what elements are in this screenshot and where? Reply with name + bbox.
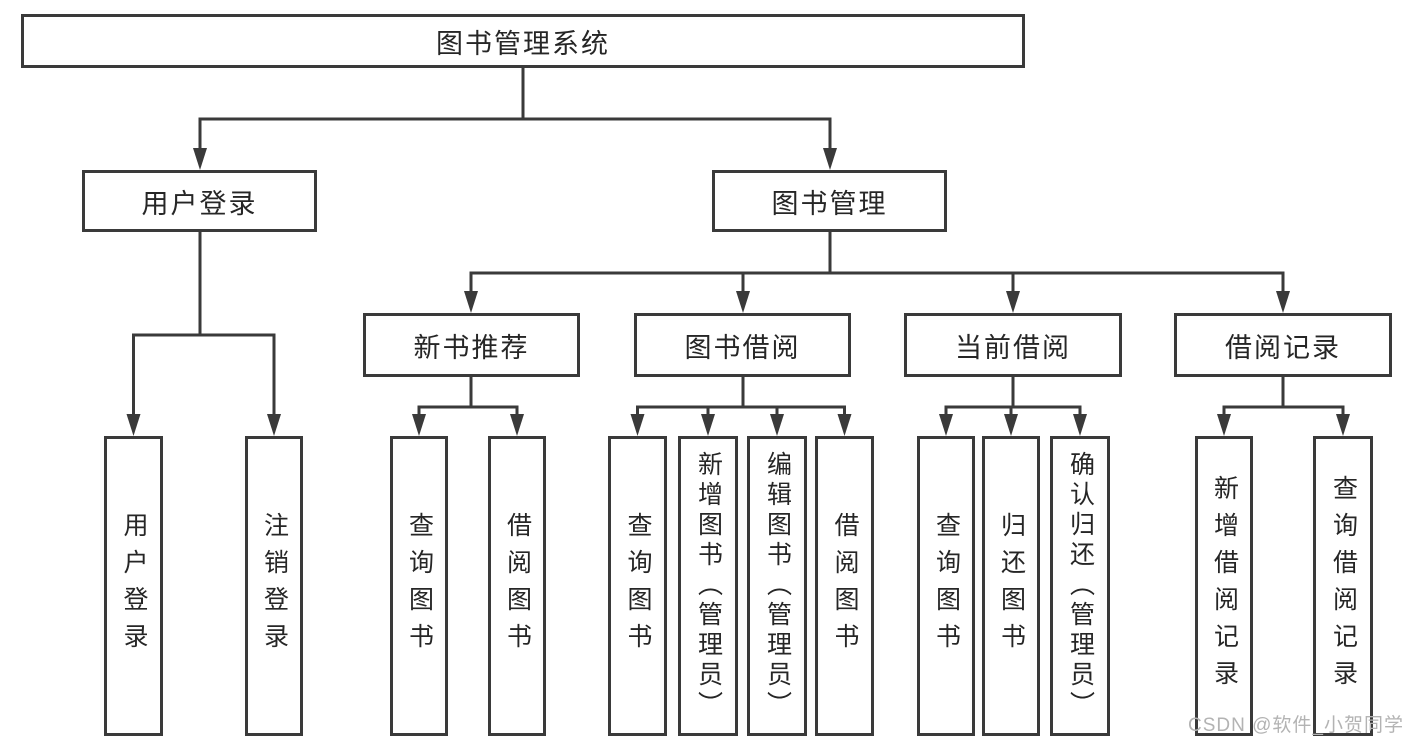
leaf-query-books-3-label: 查询图书 <box>932 512 961 660</box>
leaf-add-borrow-record: 新增借阅记录 <box>1195 436 1253 736</box>
leaf-return-book: 归还图书 <box>982 436 1040 736</box>
leaf-confirm-return-admin-label: 确认归还（管理员） <box>1066 451 1095 721</box>
leaf-confirm-return-admin: 确认归还（管理员） <box>1050 436 1110 736</box>
node-book-management-label: 图书管理 <box>771 188 888 219</box>
node-root: 图书管理系统 <box>21 14 1025 68</box>
leaf-query-books-2: 查询图书 <box>608 436 667 736</box>
leaf-borrow-books-1: 借阅图书 <box>488 436 546 736</box>
node-user-login: 用户登录 <box>82 170 317 232</box>
leaf-query-books-1: 查询图书 <box>390 436 448 736</box>
node-new-book-recommend: 新书推荐 <box>363 313 580 377</box>
leaf-logout-label: 注销登录 <box>260 512 289 660</box>
node-new-book-recommend-label: 新书推荐 <box>413 332 530 363</box>
leaf-user-login-label: 用户登录 <box>120 512 148 660</box>
node-current-borrow-label: 当前借阅 <box>955 332 1071 363</box>
leaf-add-book-admin: 新增图书（管理员） <box>678 436 738 736</box>
leaf-logout: 注销登录 <box>245 436 303 736</box>
node-book-management: 图书管理 <box>712 170 947 232</box>
node-root-label: 图书管理系统 <box>436 28 610 59</box>
leaf-query-books-1-label: 查询图书 <box>405 512 434 660</box>
leaf-edit-book-admin-label: 编辑图书（管理员） <box>763 451 792 721</box>
leaf-borrow-books-2-label: 借阅图书 <box>831 512 859 660</box>
node-user-login-label: 用户登录 <box>141 188 258 219</box>
leaf-query-books-2-label: 查询图书 <box>624 512 652 660</box>
leaf-query-borrow-record-label: 查询借阅记录 <box>1329 475 1358 697</box>
leaf-query-books-3: 查询图书 <box>917 436 975 736</box>
leaf-edit-book-admin: 编辑图书（管理员） <box>747 436 807 736</box>
leaf-add-borrow-record-label: 新增借阅记录 <box>1210 475 1239 697</box>
leaf-user-login: 用户登录 <box>104 436 163 736</box>
node-borrow-record: 借阅记录 <box>1174 313 1392 377</box>
leaf-borrow-books-2: 借阅图书 <box>815 436 874 736</box>
node-current-borrow: 当前借阅 <box>904 313 1122 377</box>
leaf-borrow-books-1-label: 借阅图书 <box>503 512 532 660</box>
csdn-watermark: CSDN @软件_小贺同学 <box>1188 715 1404 736</box>
leaf-return-book-label: 归还图书 <box>997 512 1026 660</box>
node-book-borrow-label: 图书借阅 <box>684 332 801 363</box>
leaf-query-borrow-record: 查询借阅记录 <box>1313 436 1373 736</box>
node-borrow-record-label: 借阅记录 <box>1225 332 1341 363</box>
leaf-add-book-admin-label: 新增图书（管理员） <box>694 451 723 721</box>
node-book-borrow: 图书借阅 <box>634 313 851 377</box>
